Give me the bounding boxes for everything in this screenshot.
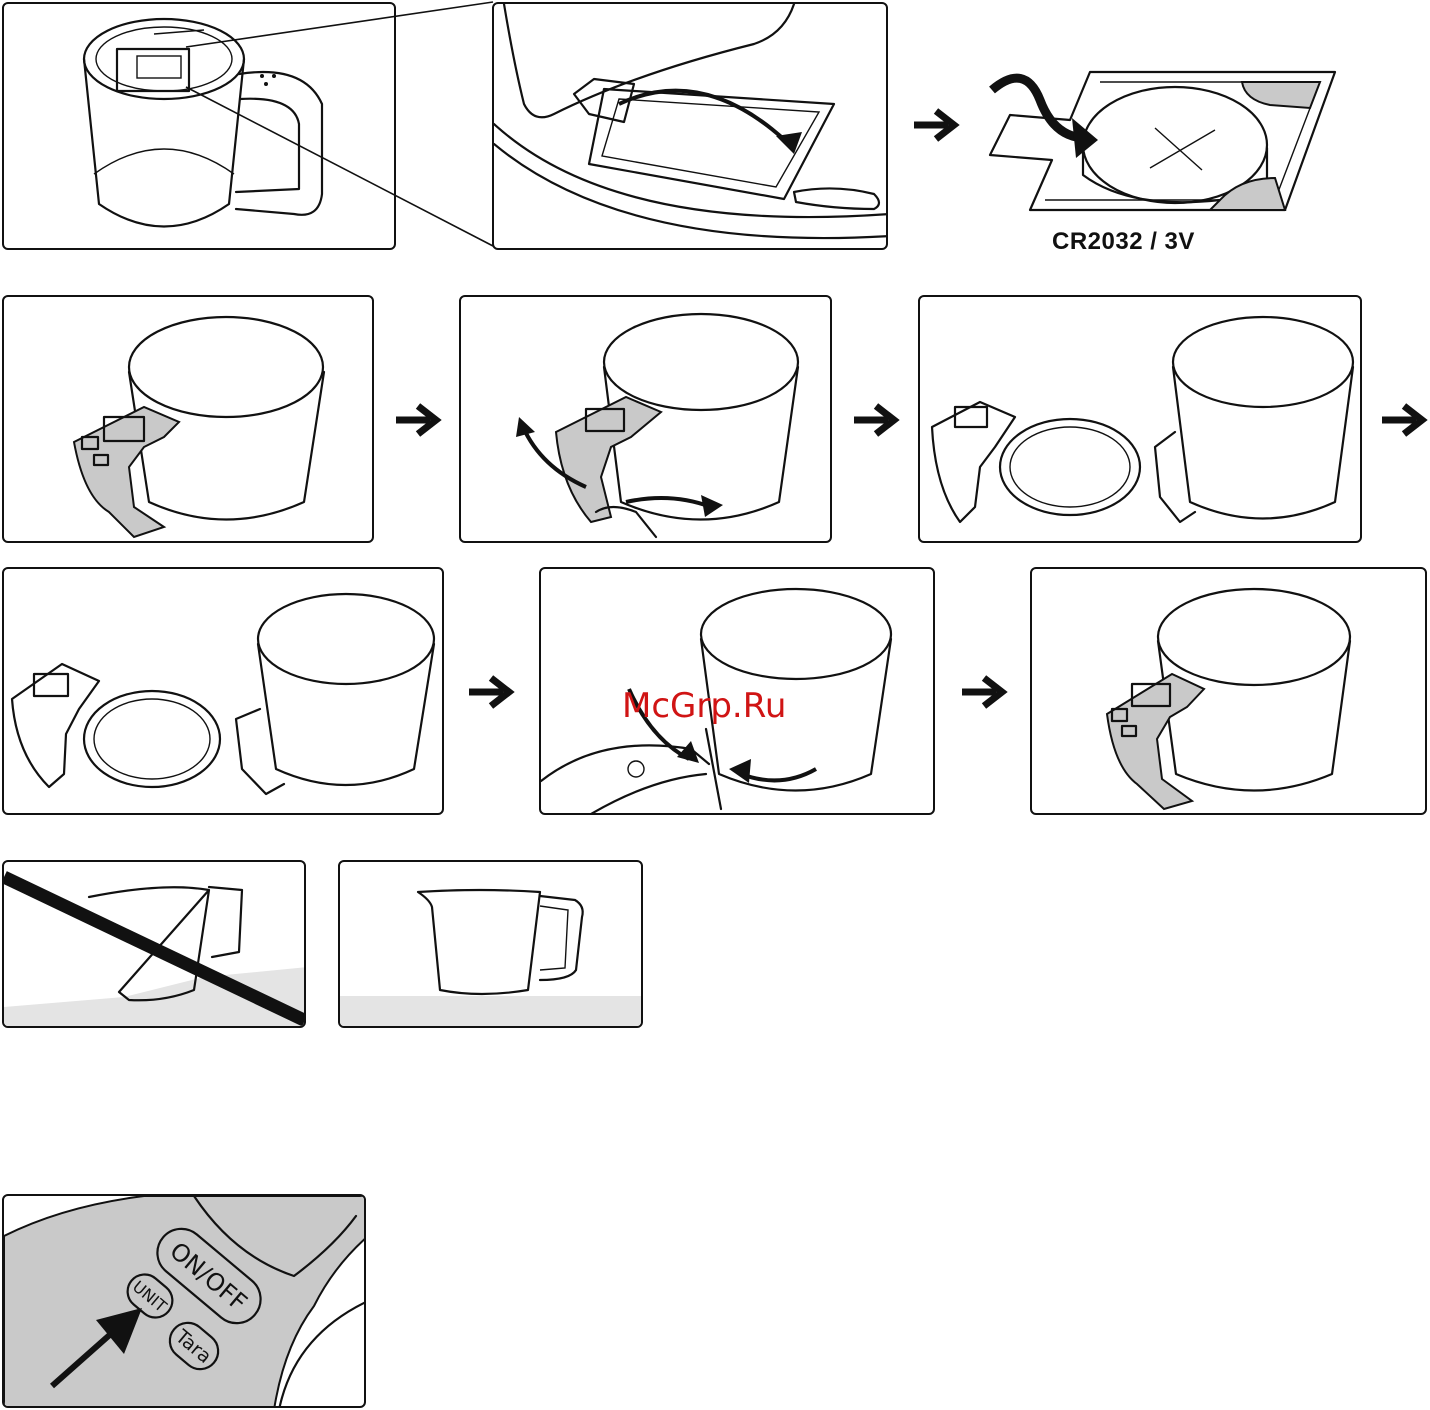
- battery-compartment-illustration: [980, 60, 1340, 220]
- step-arrow-icon: [910, 105, 962, 145]
- panel-level-surface: [338, 860, 643, 1028]
- panel-jug-detach-handle: [459, 295, 832, 543]
- battery-cover-illustration: [494, 4, 888, 250]
- jug-assembled-illustration: [4, 297, 374, 543]
- level-surface-illustration: [340, 862, 643, 1028]
- jug-separated-illustration: [920, 297, 1362, 543]
- control-panel-illustration: ON/OFF UNIT Tara: [4, 1196, 366, 1408]
- panel-battery-cover-zoom: [492, 2, 888, 250]
- panel-uneven-surface: [2, 860, 306, 1028]
- step-arrow-icon: [850, 400, 902, 440]
- jug-assembled-illustration: [1032, 569, 1427, 815]
- panel-control-buttons: ON/OFF UNIT Tara: [2, 1194, 366, 1408]
- battery-type-label: CR2032 / 3V: [1052, 228, 1195, 256]
- step-arrow-icon: [958, 672, 1010, 712]
- panel-jug-assembled-1: [2, 295, 374, 543]
- watermark-text: McGrp.Ru: [622, 686, 786, 726]
- step-arrow-icon: [392, 400, 444, 440]
- step-arrow-icon: [465, 672, 517, 712]
- panel-jug-separated-1: [918, 295, 1362, 543]
- uneven-surface-illustration: [4, 862, 306, 1028]
- panel-jug-separated-2: [2, 567, 444, 815]
- panel-jug-assembled-2: [1030, 567, 1427, 815]
- step-arrow-icon: [1378, 400, 1430, 440]
- zoom-connector-lines: [0, 0, 500, 250]
- jug-separated-illustration: [4, 569, 444, 815]
- jug-detach-illustration: [461, 297, 832, 543]
